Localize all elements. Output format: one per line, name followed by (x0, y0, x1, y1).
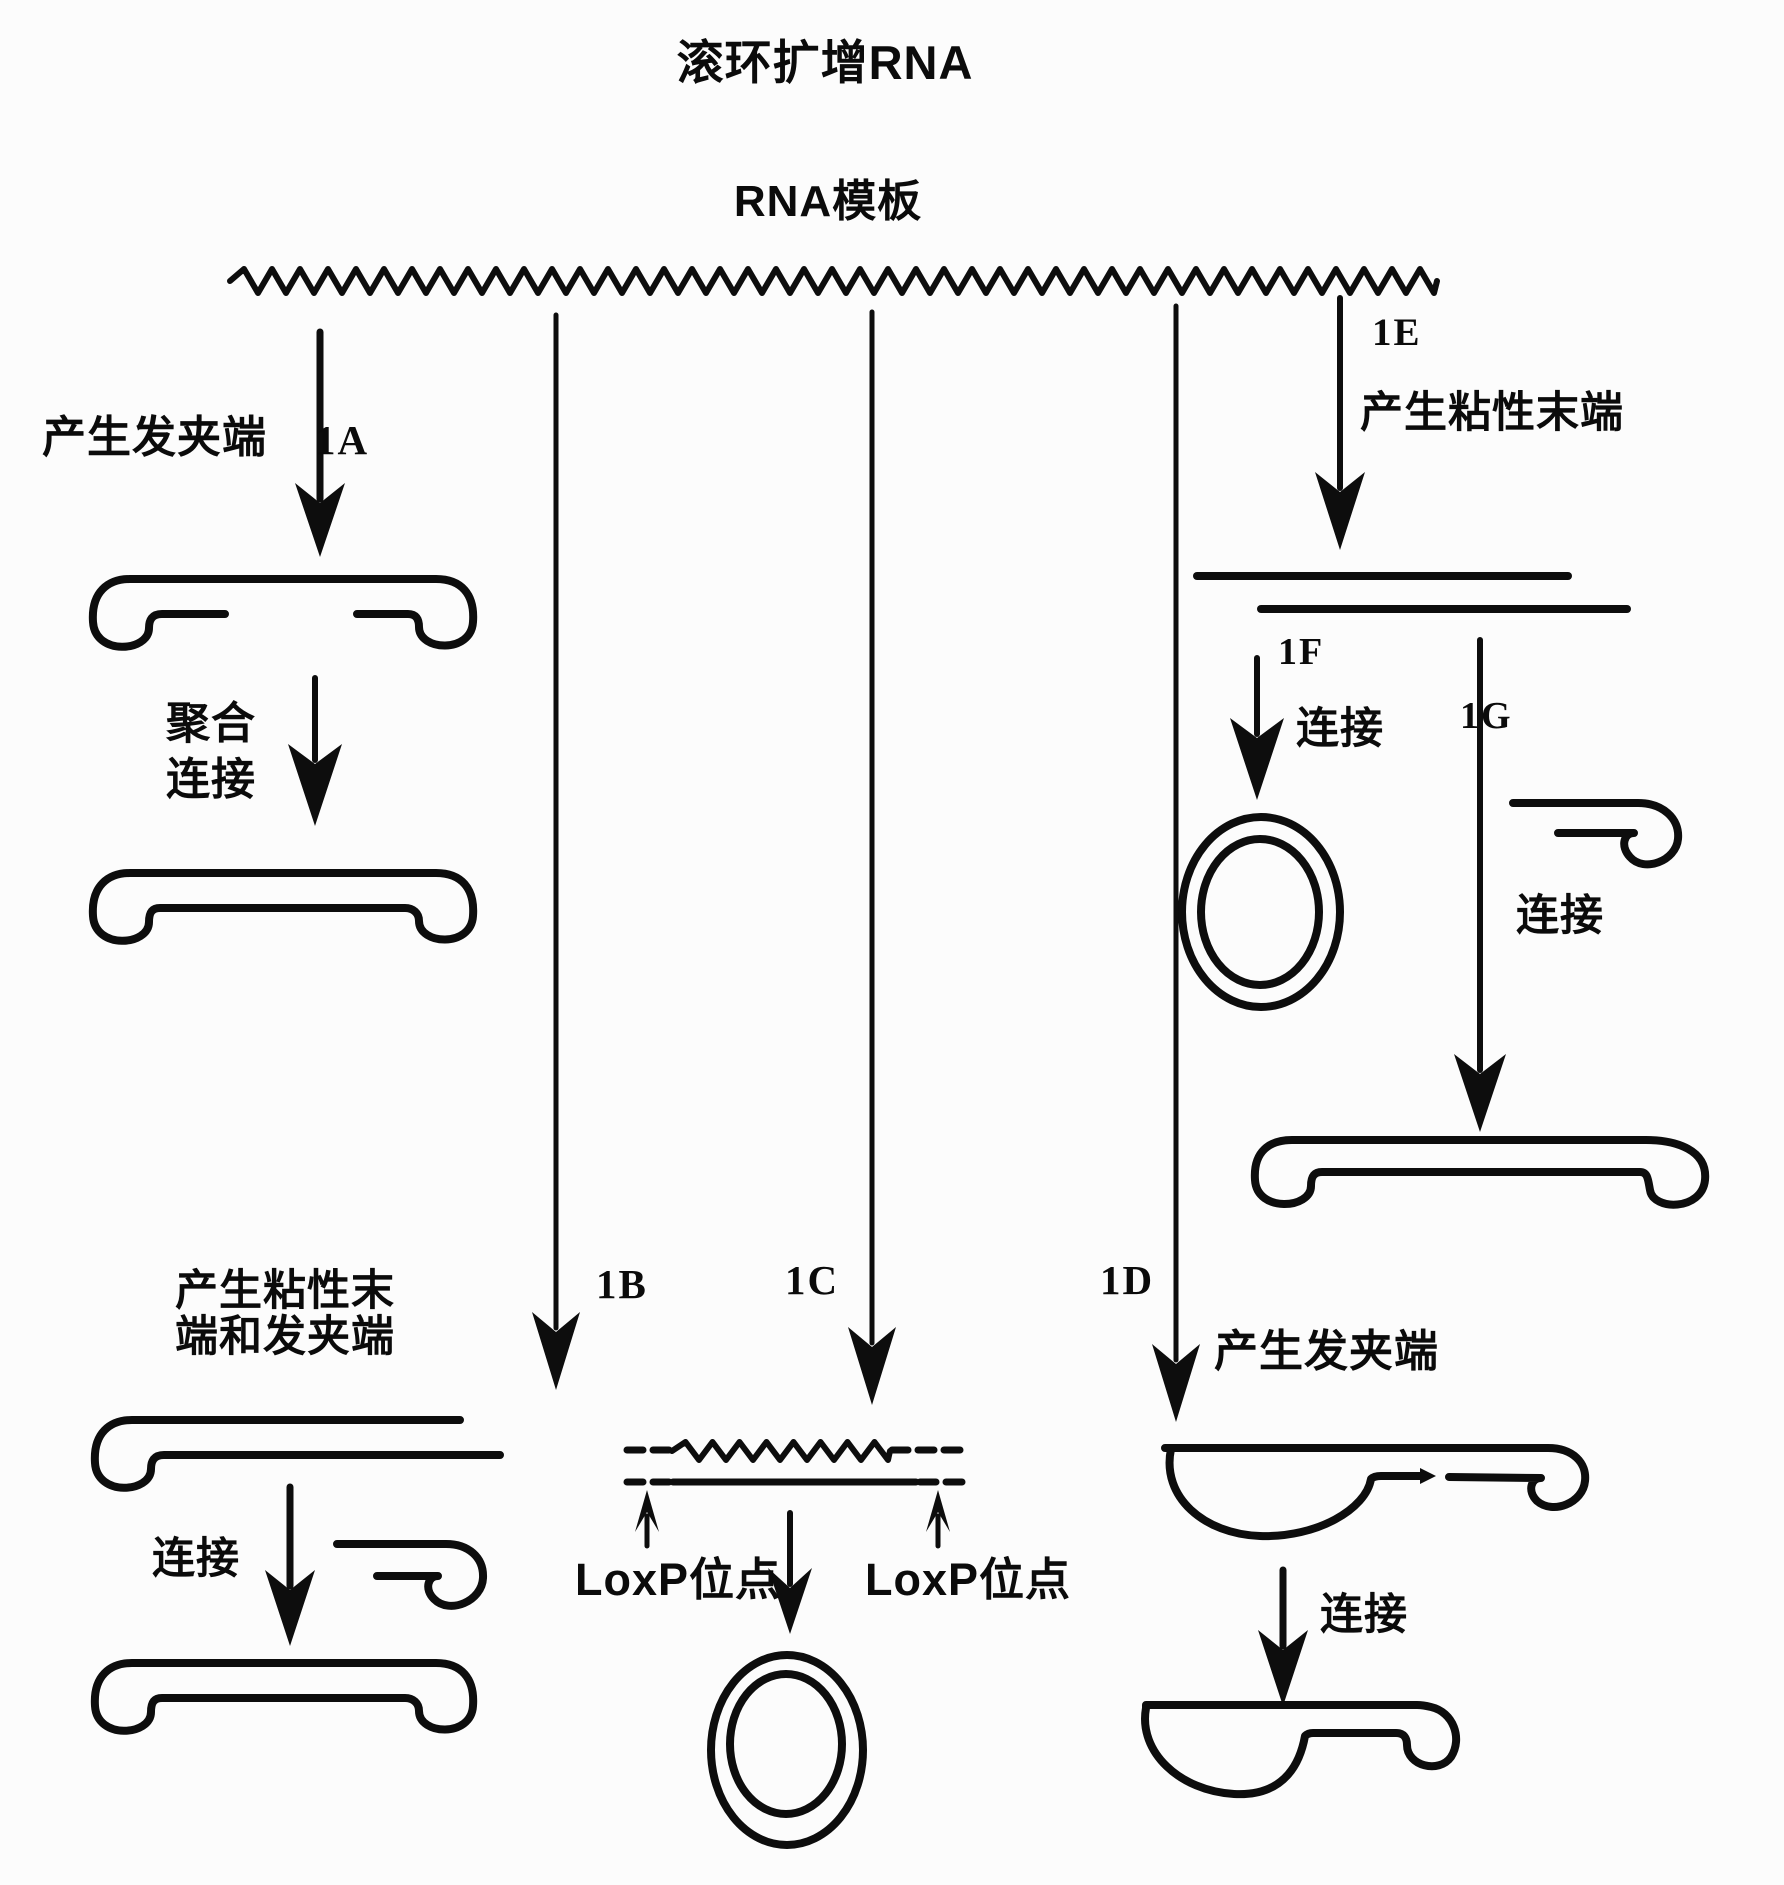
loxp-pointer-arrow-right (926, 1490, 950, 1546)
ligate-arrow-left (265, 1487, 315, 1646)
structure-dumbbell-closed-1g (1255, 1140, 1705, 1205)
label-1f-id: 1F (1278, 632, 1324, 673)
structure-circle-loxp (711, 1655, 863, 1845)
label-loxp-site-left: LoxP位点 (575, 1556, 781, 1605)
branch-1f-arrow (1230, 658, 1284, 800)
label-1a-action: 产生发夹端 (42, 414, 267, 462)
polymerize-ligate-arrow (288, 678, 342, 826)
label-1b-action: 产生粘性末 端和发夹端 (160, 1268, 410, 1361)
branch-1c-arrow (848, 312, 896, 1405)
rna-template-zigzag-line (230, 269, 1437, 293)
structure-bowl-closed (1145, 1705, 1456, 1794)
label-1d-action: 产生发夹端 (1214, 1328, 1439, 1376)
structure-loxp-construct (627, 1442, 962, 1482)
structure-hairpin-nicked (93, 579, 473, 647)
label-1f-step: 连接 (1296, 706, 1384, 752)
structure-dumbbell-closed-1b (95, 1663, 473, 1731)
label-polymerize-ligate: 聚合 连接 (166, 696, 256, 809)
loxp-pointer-arrow-left (635, 1490, 659, 1546)
label-1e-id: 1E (1372, 312, 1422, 354)
label-1b-id: 1B (596, 1262, 648, 1306)
structure-hairpin-piece-1g (1513, 803, 1678, 864)
label-loxp-site-right: LoxP位点 (865, 1556, 1071, 1605)
rna-template-label: RNA模板 (700, 178, 956, 226)
branch-1b-arrow (532, 315, 580, 1390)
label-1b-action-line2: 端和发夹端 (160, 1314, 410, 1360)
structure-sticky-duplex (1197, 576, 1627, 609)
structure-bowl-nicked (1165, 1448, 1585, 1536)
label-1d-id: 1D (1100, 1258, 1154, 1302)
nick-tick (1420, 1468, 1436, 1484)
structure-dumbbell-closed-1a (93, 873, 473, 941)
label-1b-action-line1: 产生粘性末 (160, 1268, 410, 1314)
structure-hairpin-sticky (95, 1420, 500, 1488)
label-1e-action: 产生粘性末端 (1360, 390, 1624, 436)
ligate-arrow-right (1258, 1570, 1308, 1706)
label-1c-id: 1C (785, 1258, 839, 1302)
label-1d-step: 连接 (1320, 1592, 1408, 1638)
page-title: 滚环扩增RNA (600, 38, 1050, 89)
label-1b-step: 连接 (152, 1536, 240, 1582)
label-1g-id: 1G (1460, 696, 1513, 737)
label-1g-step: 连接 (1516, 893, 1604, 939)
structure-circle-1f (1182, 817, 1340, 1007)
branch-1e-arrow (1315, 298, 1365, 550)
label-1a-id: 1A (315, 418, 369, 462)
label-polymerize-line2: 连接 (166, 752, 256, 808)
label-polymerize-line1: 聚合 (166, 696, 256, 752)
structure-hairpin-piece-left (337, 1544, 483, 1606)
